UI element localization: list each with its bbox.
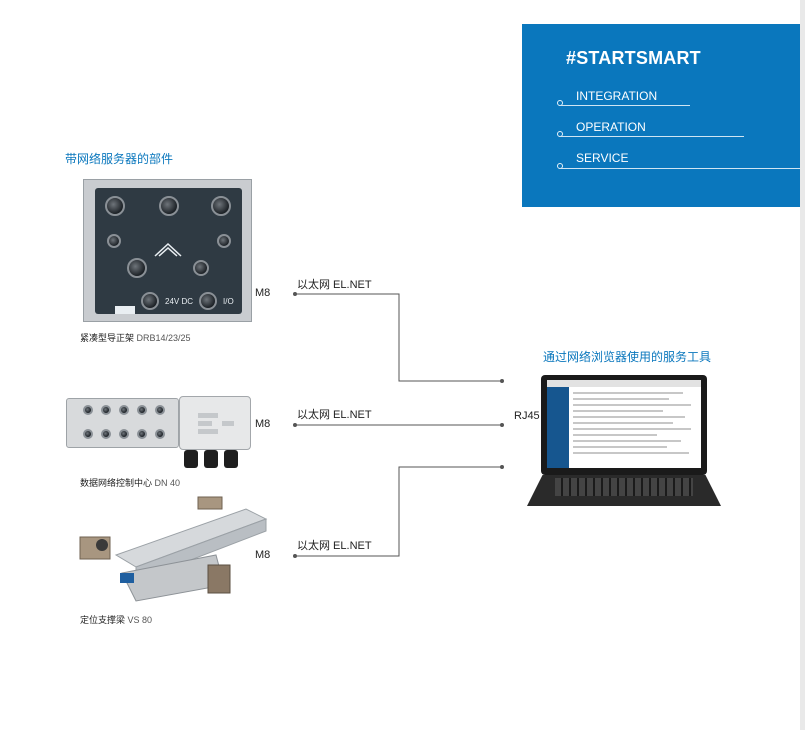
keyboard-icon [555,478,693,496]
port-label-3: M8 [255,549,271,561]
port-label-1: M8 [255,287,271,299]
browser-toolbar [547,380,701,387]
screen-row [573,452,689,454]
connector-icon [119,405,129,415]
connector-icon [101,429,111,439]
connector-icon [137,405,147,415]
home-icon [154,242,182,257]
service-tool-heading: 通过网络浏览器使用的服务工具 [543,350,712,364]
power-label: 24V DC [165,297,194,306]
connector-icon [217,234,231,248]
startsmart-box: #STARTSMART INTEGRATION OPERATION SERVIC… [522,24,800,207]
device-model-1: DRB14/23/25 [136,333,191,343]
device-caption-1: 紧凑型导正架 DRB14/23/25 [80,331,191,344]
startsmart-title: #STARTSMART [566,48,701,68]
laptop-screen [547,380,701,468]
divider-line [560,105,690,106]
screen-row [573,440,681,442]
screen-row [573,392,683,394]
connector-icon [199,292,217,310]
link-label-2: 以太网 EL.NET [297,409,372,421]
screen-row [573,416,685,418]
device-name-1: 紧凑型导正架 [80,333,135,343]
screen-row [573,434,657,436]
menu-item-operation[interactable]: OPERATION [576,120,646,134]
connector-icon [105,196,125,216]
connector-icon [101,405,111,415]
device-name-2: 数据网络控制中心 [80,478,153,488]
device-dn40-image [66,394,254,472]
connector-icon [83,429,93,439]
support-beam-illustration [79,496,268,602]
link-label-3: 以太网 EL.NET [297,540,372,552]
device-caption-2: 数据网络控制中心 DN 40 [80,476,180,489]
connector-icon [155,429,165,439]
menu-item-integration[interactable]: INTEGRATION [576,89,658,103]
connector-icon [159,196,179,216]
screen-row [573,446,667,448]
page-edge [800,0,805,730]
connector-icon [107,234,121,248]
connector-icon [119,429,129,439]
browser-sidebar [547,387,569,468]
rj45-label: RJ45 [514,410,540,422]
device-lid [179,396,251,450]
laptop-icon [527,375,721,506]
device-model-3: VS 80 [127,615,153,625]
screen-row [573,398,669,400]
connector-icon [127,258,147,278]
components-heading: 带网络服务器的部件 [65,152,174,166]
device-model-2: DN 40 [154,478,181,488]
divider-line [560,168,800,169]
device-vs80-image [76,495,272,607]
device-panel: 24V DC I/O [95,188,242,314]
connector-icon [155,405,165,415]
device-body [66,398,179,448]
screen-row [573,404,691,406]
screen-row [573,428,691,430]
screen-row [573,410,663,412]
divider-line [560,136,744,137]
screen-row [573,422,673,424]
port-label-2: M8 [255,418,271,430]
connector-icon [137,429,147,439]
connector-icon [141,292,159,310]
cable-gland-icon [204,450,218,468]
device-name-3: 定位支撑梁 [80,615,126,625]
logo-icon [115,306,135,314]
connector-icon [193,260,209,276]
link-label-1: 以太网 EL.NET [297,279,372,291]
laptop-lid [541,375,707,475]
io-label: I/O [223,297,234,306]
cable-gland-icon [224,450,238,468]
device-drb-image: 24V DC I/O [83,179,252,322]
connector-icon [83,405,93,415]
device-caption-3: 定位支撑梁 VS 80 [80,613,152,626]
menu-item-service[interactable]: SERVICE [576,151,629,165]
connector-icon [211,196,231,216]
logo-icon [198,413,234,434]
cable-gland-icon [184,450,198,468]
